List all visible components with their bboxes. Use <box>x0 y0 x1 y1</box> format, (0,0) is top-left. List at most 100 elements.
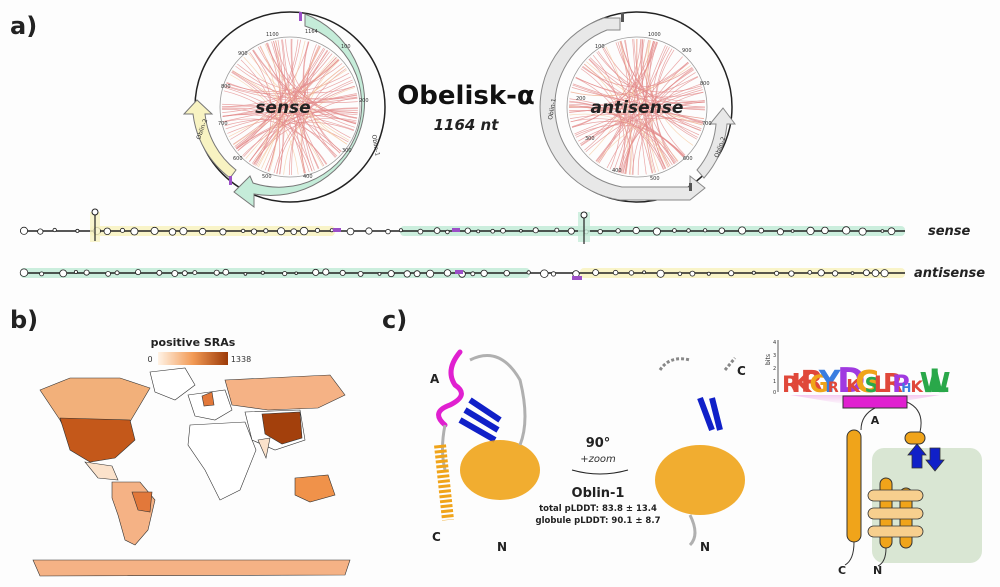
antisense-chord <box>580 68 625 174</box>
antisense-rod-bulge <box>181 270 188 277</box>
sense-tick-500: 500 <box>262 174 272 180</box>
antisense-rod-bulge <box>357 270 364 277</box>
antisense-rod-structure <box>19 268 905 280</box>
label-c-left: C <box>432 530 441 544</box>
antisense-chord <box>605 46 632 175</box>
sense-circle-plot: sense 1164 1100 100 200 300 400 500 600 … <box>182 11 386 208</box>
sense-chord <box>256 66 345 167</box>
sense-rod-bulge <box>567 227 575 235</box>
sense-rod-purple-1 <box>333 228 341 232</box>
topology-c-tail <box>844 541 855 566</box>
sense-chord <box>267 40 281 172</box>
topology-n-tail <box>877 547 887 567</box>
logo-tick-1: 1 <box>773 379 776 385</box>
logo-letter: Y <box>818 365 842 400</box>
sense-rod-bulge <box>672 228 677 233</box>
antisense-rod-bulge <box>480 269 488 277</box>
antisense-rod-bulge <box>592 269 599 276</box>
antisense-chord <box>602 48 653 174</box>
topology-helix-small <box>904 431 926 445</box>
sense-rod-hairpin-loop-left <box>91 208 99 216</box>
antisense-rod-bulge <box>880 269 889 278</box>
sense-rod-bulge <box>476 229 481 234</box>
antisense-chord <box>580 41 657 146</box>
sense-rod-bulge <box>299 226 309 236</box>
topology-helix-h2 <box>867 507 924 520</box>
obelisk-length: 1164 nt <box>434 116 500 134</box>
antisense-chord <box>580 83 702 147</box>
logo-tick-4: 4 <box>773 340 776 346</box>
antisense-rod-loops <box>19 268 889 278</box>
sense-rod-purple-2 <box>452 228 460 232</box>
antisense-rod-bulge <box>656 269 665 278</box>
map-mexico <box>84 461 119 481</box>
sense-rod-bulge <box>500 227 506 234</box>
logo-letter: D <box>837 361 865 401</box>
panel-a-label: a) <box>10 12 37 40</box>
antisense-rod-bulge <box>817 269 825 277</box>
anti-tick-400: 400 <box>612 168 622 174</box>
antisense-rod-bulge <box>282 271 288 277</box>
sense-strand-label: sense <box>928 224 971 239</box>
sense-chord <box>236 51 330 150</box>
topology-region-a <box>842 395 908 409</box>
sense-chord <box>224 87 338 157</box>
sense-rod-bulge <box>718 227 725 234</box>
dashed-coil-a <box>658 357 691 371</box>
sense-rod-bulge <box>554 227 560 233</box>
sense-oblin1-arrow <box>233 13 366 208</box>
antisense-chord <box>569 113 671 167</box>
anti-tick-300: 300 <box>585 136 595 142</box>
antisense-rod-bulge <box>156 269 163 276</box>
logo-letter: L <box>929 362 949 400</box>
topology-strand-down <box>925 447 945 472</box>
antisense-rod-bulge <box>213 269 220 276</box>
antisense-chord <box>597 51 702 129</box>
legend-title: positive SRAs <box>151 336 236 349</box>
map-india <box>257 437 271 459</box>
panel-b-label: b) <box>10 306 38 334</box>
sense-rod-bulge <box>417 228 424 235</box>
sense-chord <box>240 59 281 174</box>
antisense-circle-label: antisense <box>591 98 684 118</box>
antisense-chord <box>619 101 705 173</box>
antisense-oblin1-arrow <box>539 17 706 201</box>
sense-rod-bulge <box>490 228 496 234</box>
sense-oblin2-arrow <box>182 99 237 179</box>
topology-diagram: A C N <box>838 395 982 577</box>
logo-letter: R <box>800 365 823 400</box>
sense-chord <box>291 39 319 169</box>
sense-rod-bulge <box>52 227 57 233</box>
sense-chord <box>232 53 333 145</box>
sense-rod-bulge <box>821 226 829 235</box>
logo-letter: S <box>865 373 879 397</box>
sense-chord <box>234 47 324 147</box>
sense-rod-bulge <box>615 228 621 234</box>
sense-rod-bulge <box>75 228 80 233</box>
sense-rod-bulge <box>686 228 691 233</box>
sense-rod-bulge <box>179 227 188 236</box>
sense-circle-label: sense <box>255 98 310 118</box>
sense-rod-bulge <box>290 228 298 236</box>
topology-label-n: N <box>873 564 882 577</box>
sense-rod-hairpin-loop-right <box>580 211 588 219</box>
antisense-rod-bulge <box>426 269 435 278</box>
antisense-rod-bulge <box>377 271 382 276</box>
sense-rod-bulge <box>329 228 334 233</box>
antisense-chord <box>588 58 634 175</box>
topology-helix-h3 <box>867 525 924 538</box>
sense-rod-bulge <box>632 226 640 235</box>
antisense-rod-bulge <box>312 268 320 276</box>
antisense-rod-purple-1 <box>455 270 463 274</box>
antisense-chord <box>637 76 699 175</box>
antisense-rod-bulge <box>642 270 646 275</box>
sense-rod-bulge <box>250 228 258 235</box>
sense-tick-600: 600 <box>233 156 243 162</box>
anti-tick-600: 600 <box>683 156 693 162</box>
sense-rod-bulge <box>597 229 603 235</box>
sense-chord <box>231 71 342 152</box>
sense-chord <box>253 85 355 165</box>
sense-rod-bulge <box>858 227 867 236</box>
